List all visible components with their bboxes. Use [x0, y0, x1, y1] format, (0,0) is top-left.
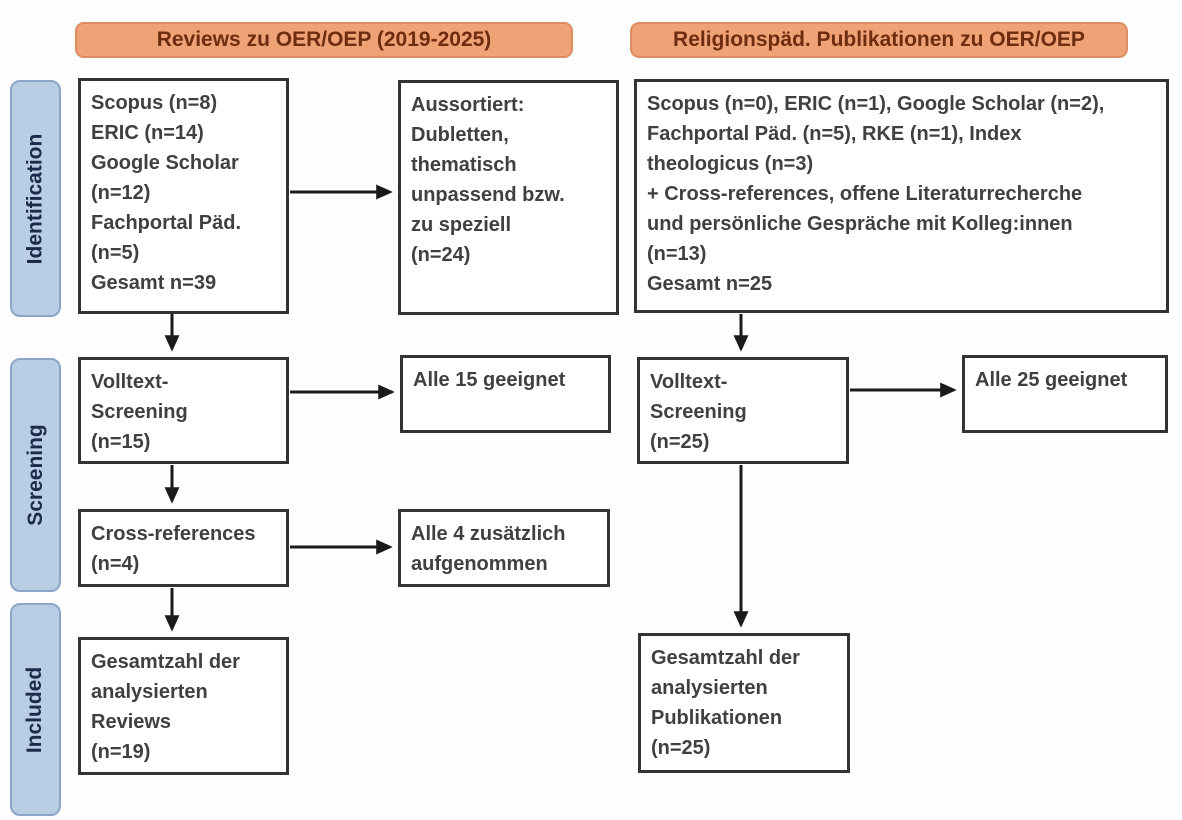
- column-header-reviews: Reviews zu OER/OEP (2019-2025): [75, 22, 573, 58]
- box-right-sources: Scopus (n=0), ERIC (n=1), Google Scholar…: [634, 79, 1169, 313]
- box-right-fulltext-screening: Volltext- Screening (n=25): [637, 357, 849, 464]
- stage-label-screening-text: Screening: [23, 424, 47, 526]
- box-right-included-total: Gesamtzahl der analysierten Publikatione…: [638, 633, 850, 773]
- box-left-crossreferences: Cross-references (n=4): [78, 509, 289, 587]
- box-right-fulltext-result: Alle 25 geeignet: [962, 355, 1168, 433]
- box-left-excluded: Aussortiert: Dubletten, thematisch unpas…: [398, 80, 619, 315]
- stage-label-included: Included: [10, 603, 61, 816]
- box-left-sources: Scopus (n=8) ERIC (n=14) Google Scholar …: [78, 78, 289, 314]
- column-header-religionspaed: Religionspäd. Publikationen zu OER/OEP: [630, 22, 1128, 58]
- box-left-crossreferences-result: Alle 4 zusätzlich aufgenommen: [398, 509, 610, 587]
- box-left-fulltext-screening: Volltext- Screening (n=15): [78, 357, 289, 464]
- stage-label-identification: Identification: [10, 80, 61, 317]
- stage-label-included-text: Included: [23, 666, 47, 753]
- box-left-included-total: Gesamtzahl der analysierten Reviews (n=1…: [78, 637, 289, 775]
- stage-label-screening: Screening: [10, 358, 61, 592]
- box-left-fulltext-result: Alle 15 geeignet: [400, 355, 611, 433]
- stage-label-identification-text: Identification: [23, 133, 47, 264]
